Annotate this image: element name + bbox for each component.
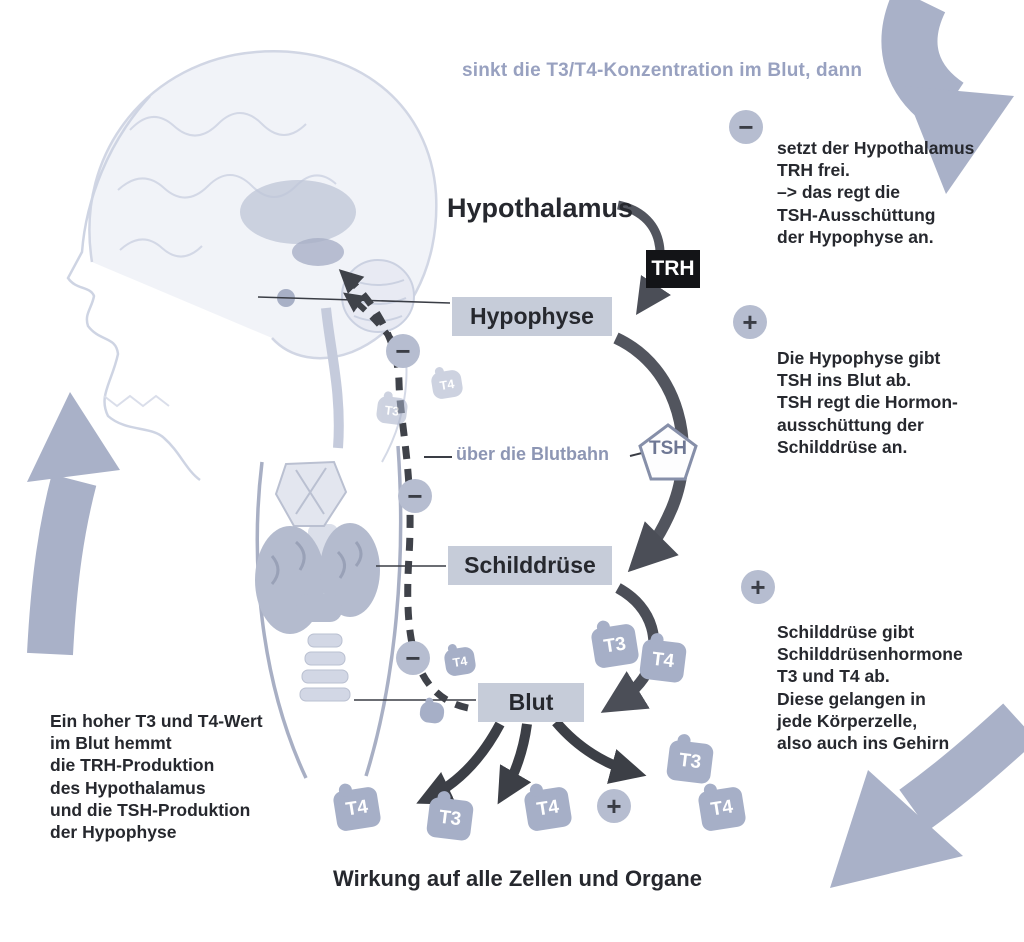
t3-hormone-icon-bottom: T3 <box>425 796 475 842</box>
minus-icon-top-right: − <box>729 110 763 144</box>
headline: sinkt die T3/T4-Konzentration im Blut, d… <box>462 60 863 81</box>
node-tsh: TSH <box>637 422 699 482</box>
big-arrow-top-right <box>881 0 1014 194</box>
tsh-pentagon-shape <box>638 423 698 481</box>
t4-hormone-icon-bottom-2: T4 <box>523 785 573 833</box>
annotation-hormone-release: Schilddrüse gibt Schilddrüsenhormone T3 … <box>777 622 963 754</box>
arrow-hypothalamus-to-hypophyse <box>616 200 671 315</box>
annotation-feedback-note: Ein hoher T3 und T4-Wert im Blut hemmt d… <box>50 711 263 843</box>
tsh-label: TSH <box>649 438 687 459</box>
annotation-tsh-release: Die Hypophyse gibt TSH ins Blut ab. TSH … <box>777 348 958 457</box>
t4-hormone-icon-bottom-1: T4 <box>332 785 382 833</box>
big-arrow-left-up <box>27 392 120 656</box>
plus-icon-hypophyse: + <box>733 305 767 339</box>
minus-icon-feedback-lower: − <box>396 641 430 675</box>
annotation-trh-release: setzt der Hypothalamus TRH frei. –> das … <box>777 138 975 247</box>
arrow-hypophyse-to-schilddruese <box>613 332 689 573</box>
connector-blutbahn-right <box>629 452 643 457</box>
caption-wirkung: Wirkung auf alle Zellen und Organe <box>333 866 702 891</box>
node-hypothalamus: Hypothalamus <box>447 193 634 223</box>
feedback-inhibition-branch <box>343 292 395 342</box>
label-blutbahn: über die Blutbahn <box>456 444 609 464</box>
minus-icon-feedback-upper: − <box>386 334 420 368</box>
big-arrow-bottom-right <box>830 703 1024 888</box>
plus-icon-cells: + <box>597 789 631 823</box>
plus-icon-schilddruese: + <box>741 570 775 604</box>
node-hypophyse: Hypophyse <box>452 297 612 336</box>
node-blut: Blut <box>478 683 584 722</box>
arrow-blut-to-cells-middle <box>497 723 532 805</box>
t3-hormone-icon-right: T3 <box>665 739 715 785</box>
t3-hormone-icon-brain: T3 <box>375 395 409 426</box>
t4-hormone-icon-right: T4 <box>697 785 747 833</box>
node-trh: TRH <box>646 250 700 288</box>
minus-icon-feedback-middle: − <box>398 479 432 513</box>
node-schilddruese: Schilddrüse <box>448 546 612 585</box>
arrow-blut-to-cells-right <box>552 718 647 784</box>
t3-hormone-icon-mid: T3 <box>590 622 640 670</box>
arrow-blut-to-cells-left <box>416 721 505 805</box>
t4-hormone-icon-mid: T4 <box>638 638 688 684</box>
